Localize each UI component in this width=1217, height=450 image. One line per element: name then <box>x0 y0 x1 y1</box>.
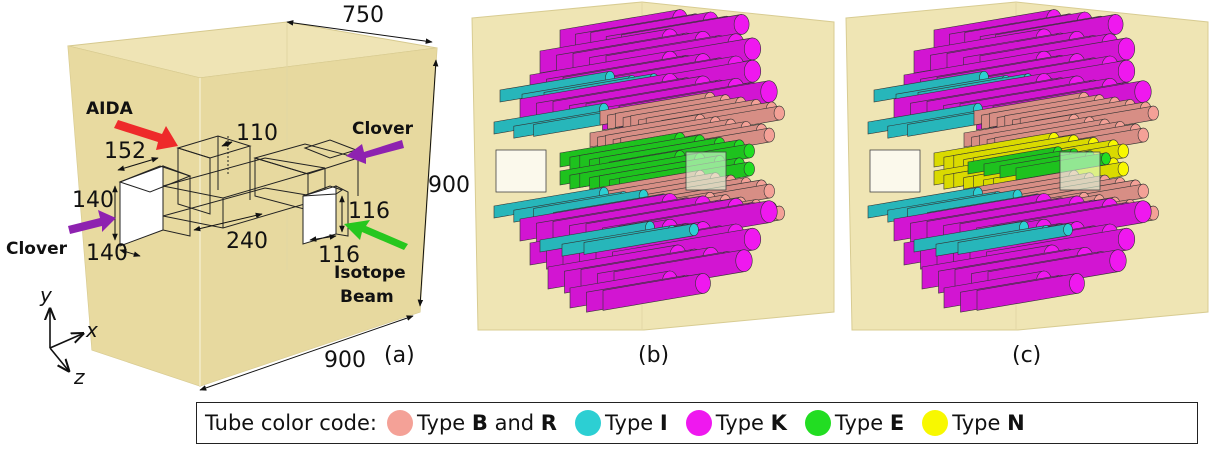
dim-right-height: 900 <box>428 173 470 198</box>
dim-aida-gap: 110 <box>236 121 278 146</box>
glass-box <box>1059 151 1101 191</box>
clover-left-arrow <box>68 210 116 234</box>
inner-wireframe <box>118 135 360 247</box>
legend-title: Tube color code: <box>205 411 377 435</box>
dim-right-height-116: 116 <box>348 199 390 224</box>
isotope-beam-arrow <box>344 220 408 250</box>
yellow-circle-icon <box>922 410 949 436</box>
panel-c-label: (c) <box>1012 343 1041 368</box>
aida-label: AIDA <box>86 99 134 119</box>
legend-item-type-k: Type K <box>685 410 787 436</box>
legend-text: Type N <box>952 411 1025 435</box>
isotope-label: Isotope <box>334 263 406 283</box>
panel-b-label: (b) <box>638 343 669 368</box>
glass-box <box>495 149 547 193</box>
legend-item-type-b-r: Type B and R <box>386 410 557 436</box>
panel-a: 750 900 900 110 152 140 140 240 116 116 … <box>6 3 470 391</box>
panel-a-label: (a) <box>384 343 415 368</box>
pink-circle-icon <box>386 410 413 436</box>
tube <box>602 273 711 311</box>
dim-left-height: 140 <box>72 188 114 213</box>
beam-label: Beam <box>340 287 394 307</box>
aida-arrow <box>114 120 178 150</box>
legend-item-type-n: Type N <box>922 410 1025 436</box>
legend-item-type-e: Type E <box>804 410 905 436</box>
dim-left-depth: 152 <box>104 139 146 164</box>
axis-triad <box>50 310 82 370</box>
tube-array-c <box>867 9 1159 313</box>
dim-right-width-116: 116 <box>318 243 360 268</box>
dim-top-width: 750 <box>342 3 384 28</box>
axis-x-label: x <box>85 318 98 342</box>
legend-text: Type I <box>604 411 668 435</box>
panel-b: (b) <box>471 1 835 368</box>
tube-array-b <box>493 9 785 313</box>
tube <box>976 273 1085 311</box>
tube <box>957 223 1073 255</box>
clover-right-arrow <box>346 140 404 164</box>
clover-right-label: Clover <box>352 119 414 139</box>
cyan-circle-icon <box>574 410 601 436</box>
tube <box>583 223 699 255</box>
axis-z-label: z <box>73 365 85 389</box>
legend-item-type-i: Type I <box>574 410 668 436</box>
dim-left-width: 140 <box>86 241 128 266</box>
magenta-circle-icon <box>685 410 712 436</box>
dim-aida-length: 240 <box>226 229 268 254</box>
panel-c: (c) <box>845 1 1209 368</box>
dim-bottom-depth: 900 <box>324 348 366 373</box>
legend-text: Type E <box>834 411 905 435</box>
clover-left-label: Clover <box>6 239 68 259</box>
green-circle-icon <box>804 410 831 436</box>
glass-box <box>685 151 727 191</box>
legend-text: Type B and R <box>416 411 557 435</box>
legend-text: Type K <box>715 411 787 435</box>
glass-box <box>869 149 921 193</box>
axis-y-label: y <box>39 283 53 307</box>
tube-color-legend: Tube color code: Type B and R Type I Typ… <box>196 402 1198 444</box>
